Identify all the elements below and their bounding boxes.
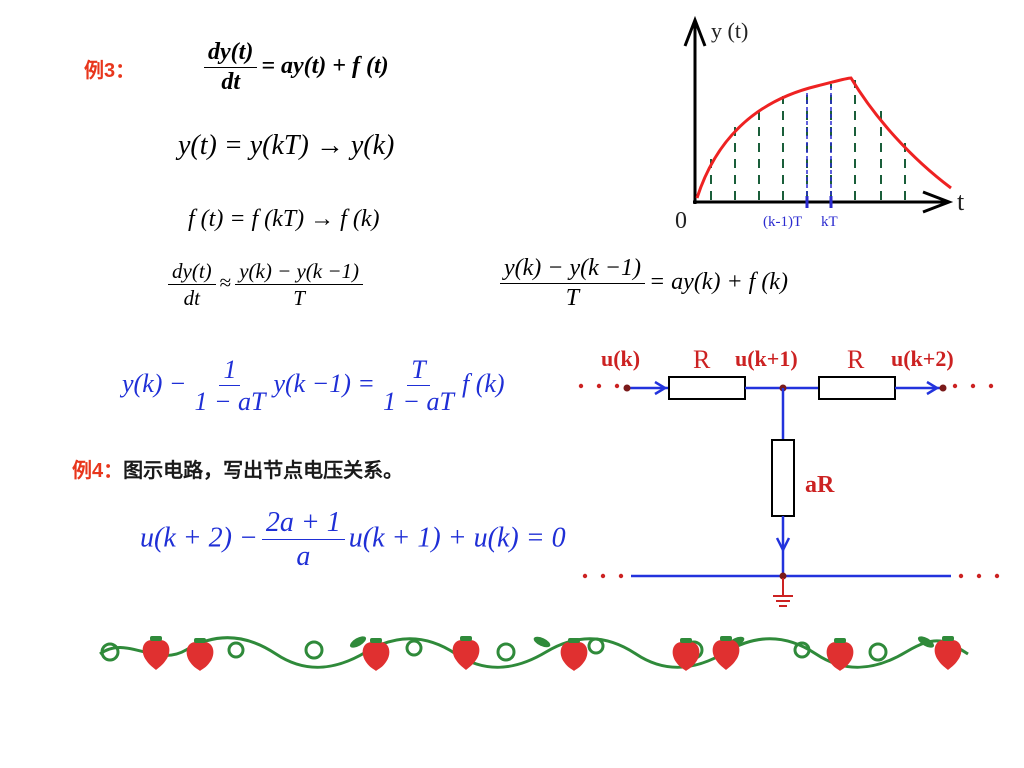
- continuation-dots-right-bottom: [958, 573, 1000, 579]
- equation-derivative-approx: dy(t)dt≈y(k) − y(k −1)T: [164, 260, 367, 309]
- continuation-dots-right-top: [952, 383, 994, 389]
- ground-icon: [773, 578, 793, 607]
- continuation-dots-left-bottom: [582, 573, 624, 579]
- equation-sampling-y: y(t) = y(kT) → y(k): [178, 130, 395, 161]
- strawberry-vine-border: [99, 636, 969, 671]
- example-3-label: 例3：: [84, 60, 136, 82]
- resistor-r2: [818, 376, 896, 400]
- x-axis-arrow: [922, 190, 954, 214]
- label-u-k: u(k): [601, 346, 640, 371]
- label-u-k1: u(k+1): [735, 346, 798, 371]
- current-arrow-down: [775, 537, 791, 553]
- example-4-heading: 例4：图示电路，写出节点电压关系。: [72, 454, 403, 483]
- equation-difference: y(k) − y(k −1)T= ay(k) + f (k): [496, 255, 788, 311]
- current-arrow-left: [654, 380, 668, 396]
- ladder-circuit: u(k) R u(k+1) R u(k+2) aR: [578, 345, 1000, 607]
- label-resistor-r1: R: [693, 345, 711, 374]
- signal-curve: [695, 76, 952, 199]
- current-arrow-right: [926, 380, 940, 396]
- example-4-label: 例4：: [72, 460, 124, 482]
- origin-label: 0: [675, 208, 687, 234]
- ground-node: [779, 572, 787, 580]
- strawberry-icons: [142, 640, 962, 671]
- y-axis-label: y (t): [711, 18, 748, 43]
- x-axis-label: t: [957, 187, 965, 216]
- continuation-dots-left-top: [578, 383, 620, 389]
- resistor-ar: [771, 439, 795, 517]
- sample-lines: [710, 80, 906, 200]
- y-axis-arrow: [683, 15, 707, 47]
- label-u-k2: u(k+2): [891, 346, 954, 371]
- tick-label-k: kT: [821, 214, 838, 230]
- node-k2: [939, 384, 947, 392]
- strawberry-stem-icons: [150, 636, 954, 643]
- equation-differential: dy(t)dt= ay(t) + f (t): [200, 39, 389, 95]
- label-resistor-r2: R: [847, 345, 865, 374]
- label-resistor-ar: aR: [805, 472, 835, 498]
- tick-label-k-minus-1: (k-1)T: [763, 214, 802, 230]
- node-k: [623, 384, 631, 392]
- example-4-text: 图示电路，写出节点电压关系。: [123, 458, 404, 482]
- resistor-r1: [668, 376, 746, 400]
- sampled-signal-graph: y (t) t 0 (k-1)T kT: [675, 15, 965, 234]
- equation-sampling-f: f (t) = f (kT) → f (k): [188, 206, 380, 232]
